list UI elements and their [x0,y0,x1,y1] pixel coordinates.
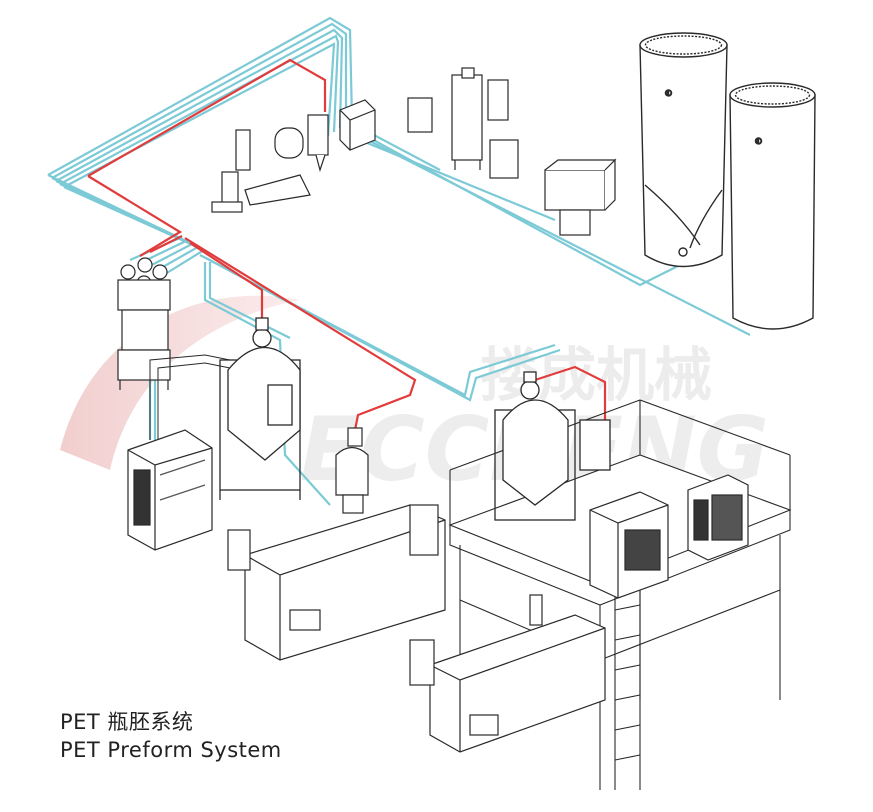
watermark-cn: 搂成机械 [480,341,712,409]
crystallizer-station [211,114,329,213]
center-loader [335,427,369,514]
left-dryer-cabinet [127,429,213,551]
platform-chiller [687,474,749,561]
gray-ducts [149,354,231,440]
left-loader-tower [117,257,171,390]
distribution-manifold [339,99,376,151]
chiller-icon [693,499,709,541]
platform-dryer-cabinet [589,491,669,599]
left-injection-machine [227,504,446,661]
platform-icon [449,399,791,525]
caption-title-en: PET Preform System [60,738,282,762]
platform-hopper-dryer [494,371,611,521]
hopper-dryer-icon [252,328,272,348]
silo-icon [678,247,688,257]
injection-machine-icon [289,609,321,631]
vacuum-loader-icon [120,264,136,280]
silo-1: ◐ [639,32,728,268]
red-pipes [87,58,607,431]
svg-text:◐: ◐ [665,88,672,97]
center-hopper-dryer [219,317,301,500]
silo-2: ◐ [729,82,816,330]
top-right-dryer [407,67,519,179]
caption-title-cn: PET 瓶胚系统 [60,710,194,734]
right-cabinet-unit [544,158,617,236]
svg-text:◐: ◐ [755,136,762,145]
lower-injection-machine [409,594,606,753]
watermark-swoosh-icon [60,295,300,470]
